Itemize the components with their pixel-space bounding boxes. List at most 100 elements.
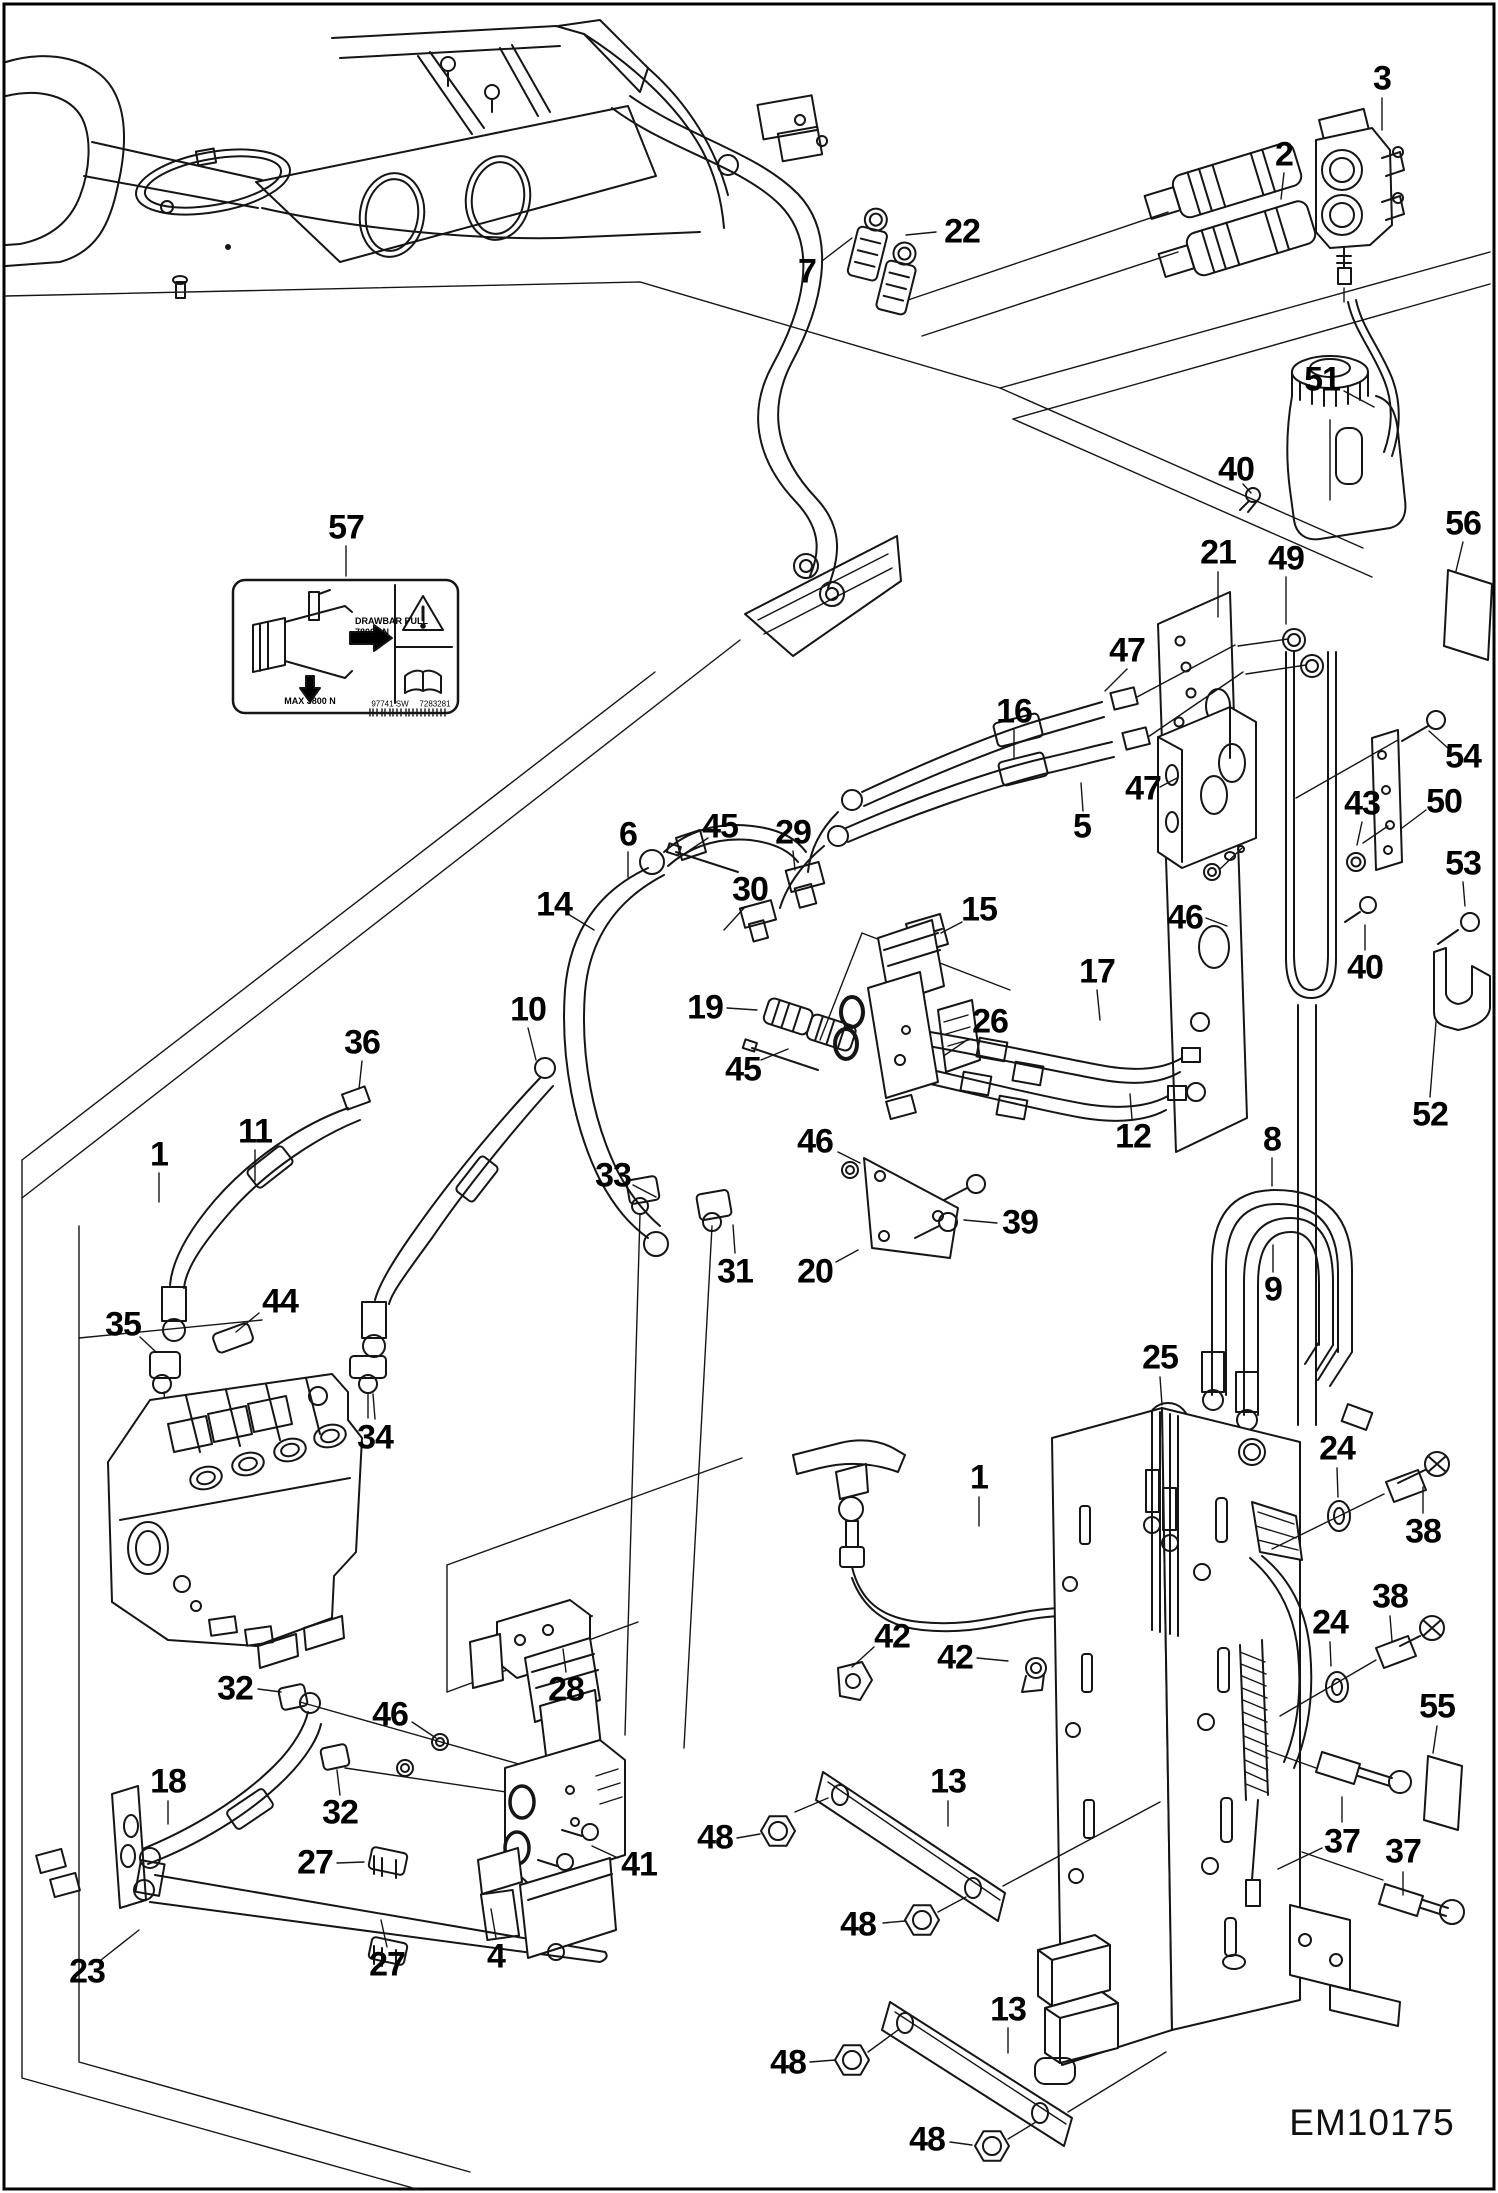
machine-frame <box>5 19 828 299</box>
callout-51: 51 <box>1304 360 1341 399</box>
clamp-42-left <box>837 1661 873 1701</box>
decal-57 <box>231 578 460 717</box>
callout-28: 28 <box>548 1670 585 1709</box>
callout-47: 47 <box>1125 769 1162 808</box>
coupler-19 <box>762 997 857 1052</box>
callout-47: 47 <box>1109 631 1146 670</box>
callout-40: 40 <box>1347 948 1384 987</box>
hoses-16-5 <box>779 644 1244 909</box>
callout-50: 50 <box>1426 782 1463 821</box>
decal-code-left: 97741 SW <box>371 699 409 709</box>
callout-39: 39 <box>1002 1203 1039 1242</box>
spring <box>1239 1651 1269 1794</box>
callout-42: 42 <box>937 1638 974 1677</box>
callout-41: 41 <box>621 1845 658 1884</box>
plate-50-hardware <box>1295 710 1491 1031</box>
callout-46: 46 <box>797 1122 834 1161</box>
callout-30: 30 <box>732 870 769 909</box>
callout-21: 21 <box>1200 533 1237 572</box>
callout-38: 38 <box>1372 1577 1409 1616</box>
callout-48: 48 <box>840 1905 877 1944</box>
callout-5: 5 <box>1073 807 1092 846</box>
callout-19: 19 <box>687 988 724 1027</box>
tag-55 <box>1423 1755 1463 1831</box>
callout-12: 12 <box>1115 1117 1152 1156</box>
callout-8: 8 <box>1263 1120 1282 1159</box>
callout-2: 2 <box>1275 135 1294 174</box>
callout-1: 1 <box>150 1135 169 1174</box>
tie-bars-13 <box>760 1771 1167 2162</box>
callout-27: 27 <box>297 1843 334 1882</box>
pipes-8-9 <box>1201 651 1374 1431</box>
anchor-plate-assembly <box>1034 1402 1401 2085</box>
callout-29: 29 <box>775 813 812 852</box>
callout-13: 13 <box>990 1990 1027 2029</box>
nut-46-right <box>1203 845 1245 881</box>
callout-36: 36 <box>344 1023 381 1062</box>
callout-9: 9 <box>1264 1270 1283 1309</box>
control-valve-bank <box>107 1373 363 1669</box>
hose-7-22 <box>611 95 1179 607</box>
callout-46: 46 <box>372 1695 409 1734</box>
callout-45: 45 <box>702 807 739 846</box>
callout-48: 48 <box>697 1818 734 1857</box>
callout-11: 11 <box>238 1112 273 1151</box>
callout-1: 1 <box>970 1458 989 1497</box>
callout-53: 53 <box>1445 844 1482 883</box>
callout-25: 25 <box>1142 1338 1179 1377</box>
callout-52: 52 <box>1412 1095 1449 1134</box>
callout-49: 49 <box>1268 539 1305 578</box>
callout-4: 4 <box>487 1937 506 1976</box>
bolt-40-top <box>1239 487 1261 513</box>
figure-code: EM10175 <box>1289 2102 1455 2143</box>
bulkhead-panel <box>744 535 902 657</box>
callout-6: 6 <box>619 815 638 854</box>
bolts-37-38-washers-24 <box>1265 1451 1465 1925</box>
barcode <box>369 708 446 717</box>
callout-45: 45 <box>725 1050 762 1089</box>
callout-13: 13 <box>930 1762 967 1801</box>
callout-57: 57 <box>328 508 365 547</box>
callout-18: 18 <box>150 1762 187 1801</box>
callout-42: 42 <box>874 1617 911 1656</box>
clamp-42-right <box>1025 1657 1047 1679</box>
callout-34: 34 <box>357 1418 394 1457</box>
callout-38: 38 <box>1405 1512 1442 1551</box>
reservoir-bottle-51 <box>1286 299 1407 541</box>
decal-max-text: MAX 3800 N <box>284 696 336 706</box>
callout-40: 40 <box>1218 450 1255 489</box>
sheet-56 <box>1443 569 1493 661</box>
callout-22: 22 <box>944 212 981 251</box>
callout-26: 26 <box>972 1002 1009 1041</box>
callout-15: 15 <box>961 890 998 929</box>
callout-44: 44 <box>262 1282 299 1321</box>
bracket-channel <box>1157 706 1257 869</box>
callout-27: 27 <box>369 1945 406 1984</box>
hoses-18-23 <box>35 1683 608 1969</box>
callout-43: 43 <box>1344 784 1381 823</box>
callout-35: 35 <box>105 1305 142 1344</box>
hoses-17-12 <box>912 1031 1201 1122</box>
bracket-20 <box>841 1157 986 1259</box>
callout-32: 32 <box>322 1793 359 1832</box>
elbows-33-31 <box>625 1175 733 1232</box>
coupler-bracket-3 <box>1315 107 1405 303</box>
callout-17: 17 <box>1079 952 1116 991</box>
callout-14: 14 <box>536 885 573 924</box>
callout-32: 32 <box>217 1669 254 1708</box>
valve-4-assembly <box>469 1599 626 1961</box>
callout-24: 24 <box>1319 1429 1356 1468</box>
callout-48: 48 <box>770 2043 807 2082</box>
tube-14 <box>563 824 807 1257</box>
callout-10: 10 <box>510 990 547 1029</box>
callout-37: 37 <box>1324 1822 1361 1861</box>
callout-54: 54 <box>1445 737 1482 776</box>
callout-37: 37 <box>1385 1832 1422 1871</box>
callout-16: 16 <box>996 692 1033 731</box>
decal-drawbar-text: DRAWBAR PULL 78000 N <box>355 616 428 637</box>
callout-3: 3 <box>1373 59 1392 98</box>
callout-55: 55 <box>1419 1687 1456 1726</box>
